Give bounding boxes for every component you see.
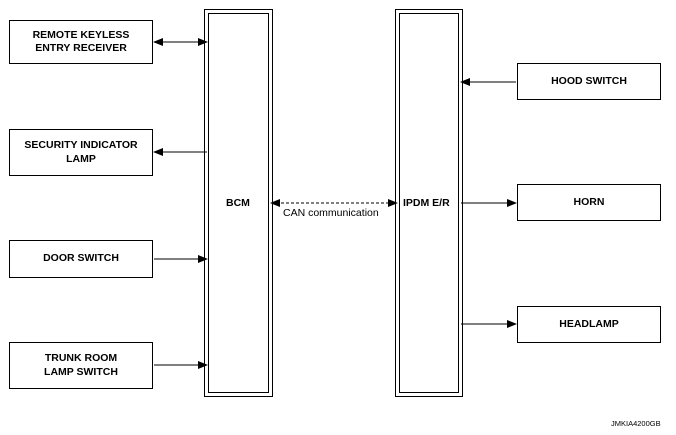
door-switch-box: DOOR SWITCH — [9, 240, 153, 278]
figure-code: JMKIA4200GB — [611, 419, 661, 428]
horn-box: HORN — [517, 184, 661, 221]
headlamp-box: HEADLAMP — [517, 306, 661, 343]
security-indicator-lamp-box: SECURITY INDICATOR LAMP — [9, 129, 153, 176]
remote-keyless-entry-receiver-box: REMOTE KEYLESS ENTRY RECEIVER — [9, 20, 153, 64]
horn-label: HORN — [573, 195, 605, 208]
door-switch-label: DOOR SWITCH — [43, 252, 119, 265]
remote-keyless-entry-receiver-label: REMOTE KEYLESS ENTRY RECEIVER — [32, 28, 130, 54]
can-communication-label: CAN communication — [283, 207, 379, 219]
security-indicator-lamp-label: SECURITY INDICATOR LAMP — [24, 139, 138, 165]
hood-switch-box: HOOD SWITCH — [517, 63, 661, 100]
hood-switch-label: HOOD SWITCH — [551, 74, 627, 87]
ipdm-er-unit-inner — [399, 13, 459, 393]
trunk-room-lamp-switch-label: TRUNK ROOM LAMP SWITCH — [44, 352, 118, 378]
ipdm-er-label: IPDM E/R — [403, 197, 450, 209]
trunk-room-lamp-switch-box: TRUNK ROOM LAMP SWITCH — [9, 342, 153, 389]
bcm-label: BCM — [226, 197, 250, 209]
bcm-unit-inner — [208, 13, 269, 393]
headlamp-label: HEADLAMP — [559, 317, 619, 330]
